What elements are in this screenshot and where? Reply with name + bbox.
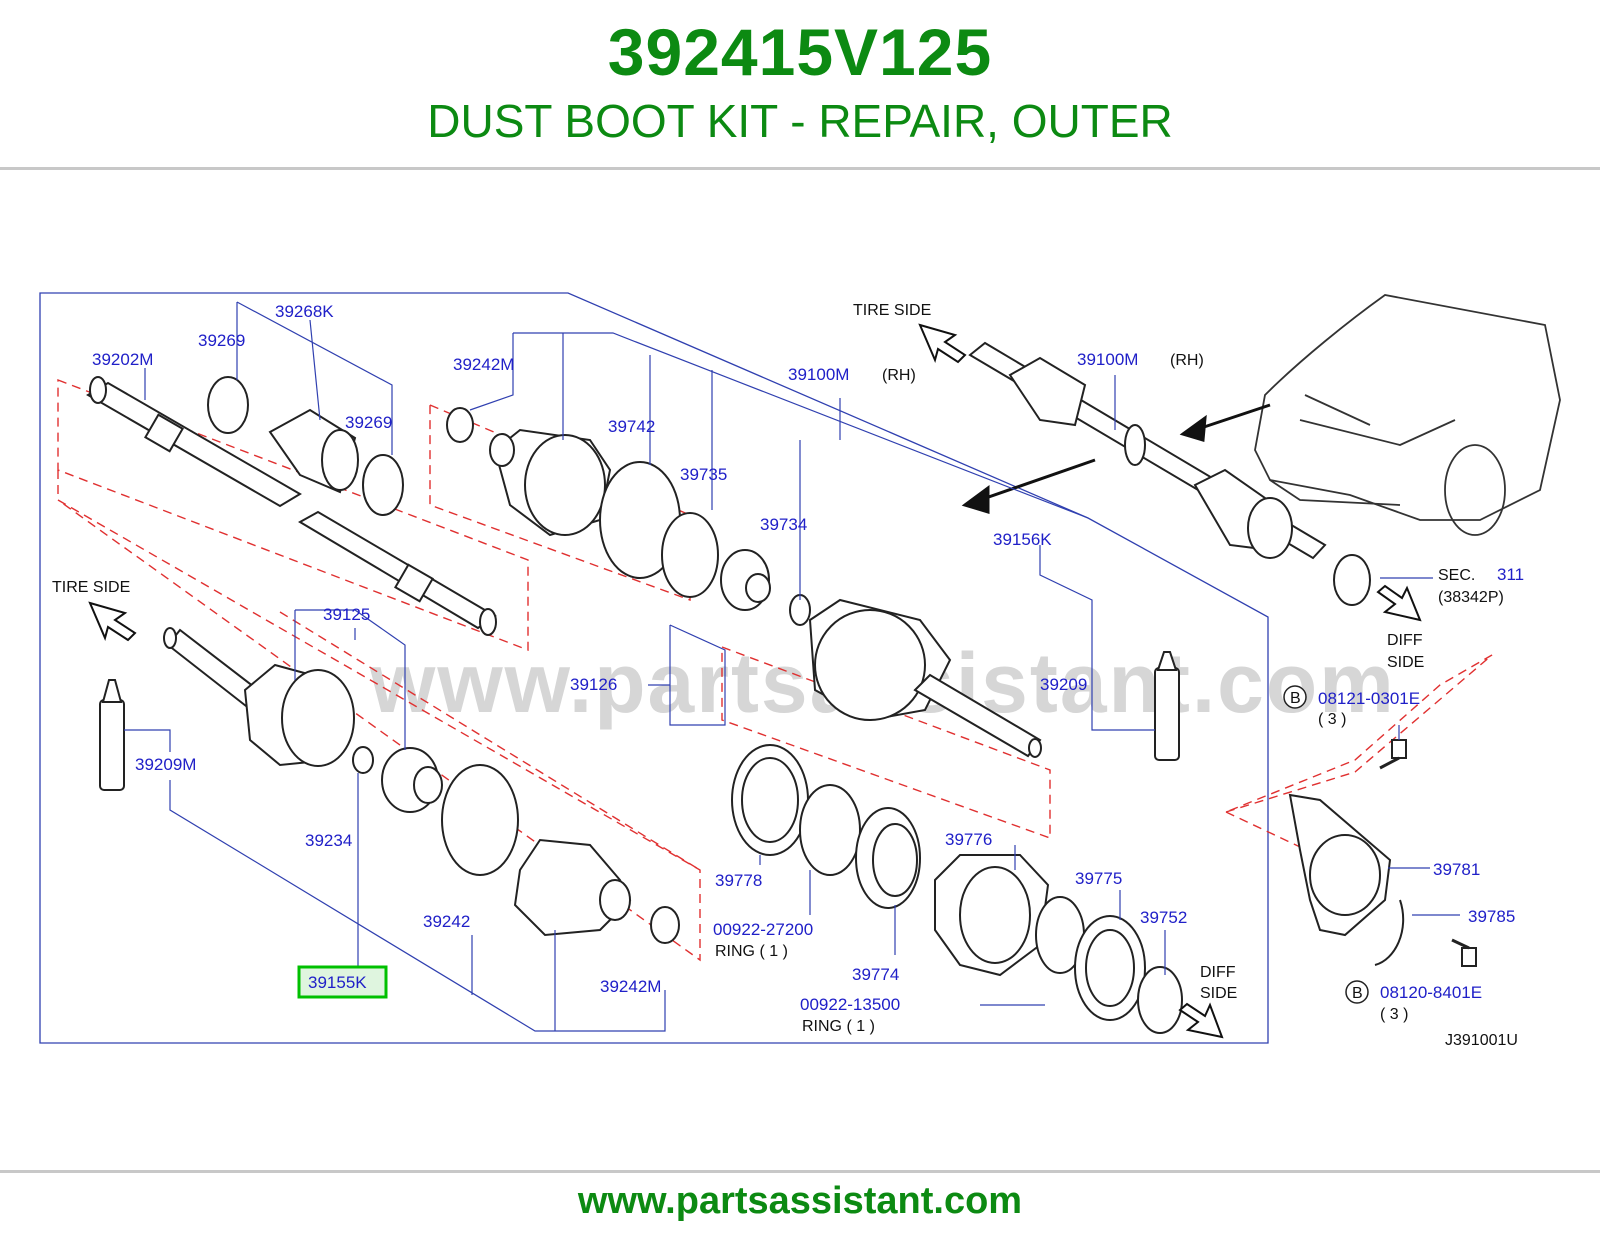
label-39734: 39734: [760, 515, 807, 534]
label-b-1: B: [1290, 690, 1301, 707]
inner-race-39734: [720, 549, 771, 611]
drive-shaft-assembly-39100M: [968, 341, 1327, 560]
label-tire-side-left: TIRE SIDE: [52, 579, 130, 596]
label-qty-1: ( 3 ): [1318, 711, 1346, 728]
drive-shaft: [86, 376, 497, 636]
boot-outer: [513, 838, 632, 937]
direction-arrows: [961, 403, 1271, 515]
label-39268K: 39268K: [275, 302, 334, 321]
ring-39234: [352, 746, 374, 774]
label-39775: 39775: [1075, 869, 1122, 888]
outer-joint-shaft: [163, 627, 260, 708]
label-39752: 39752: [1140, 908, 1187, 927]
label-qty-2: ( 3 ): [1380, 1006, 1408, 1023]
part-description: DUST BOOT KIT - REPAIR, OUTER: [427, 95, 1173, 147]
grease-tube-39209: [1154, 651, 1180, 761]
label-ring-1: RING ( 1 ): [715, 943, 788, 960]
label-sec: SEC.: [1438, 567, 1475, 584]
diff-side-arrow-bottom: [1178, 1002, 1224, 1039]
ring-00922-27200: [799, 784, 861, 876]
b-circle-2: [1345, 980, 1369, 1004]
label-39202M: 39202M: [92, 350, 153, 369]
diff-side-arrow-right: [1376, 584, 1422, 622]
ring-39735: [661, 512, 719, 598]
label-sec-311: 311: [1497, 565, 1524, 584]
grease-tube-39209M: [99, 679, 125, 791]
dashed-zone-bracket: [1225, 654, 1493, 813]
seal-sec311: [1333, 554, 1371, 606]
bracket-39781: [1288, 793, 1392, 937]
snap-ring-39785: [1374, 899, 1405, 966]
footer-url[interactable]: www.partsassistant.com: [577, 1180, 1023, 1222]
label-diff-right-2: SIDE: [1387, 654, 1424, 671]
tire-side-arrow-top: [918, 323, 967, 364]
highlighted-part-39155K[interactable]: 39155K: [297, 965, 388, 999]
tire-side-arrow-left: [88, 601, 137, 642]
clamp-39242M-bottom: [650, 906, 680, 944]
label-b-2: B: [1352, 985, 1363, 1002]
label-39126: 39126: [570, 675, 617, 694]
dashed-zone-outer-joint: [57, 499, 701, 962]
vehicle-outline: [1254, 294, 1561, 536]
label-39781: 39781: [1433, 860, 1480, 879]
label-39742: 39742: [608, 417, 655, 436]
label-08121-0301E: 08121-0301E: [1318, 689, 1420, 708]
label-39735: 39735: [680, 465, 727, 484]
label-39774: 39774: [852, 965, 899, 984]
label-39776: 39776: [945, 830, 992, 849]
label-39269a: 39269: [198, 331, 245, 350]
label-rh-1: (RH): [882, 367, 916, 384]
bolt-08120-8401E: [1451, 938, 1477, 967]
band-39242: [441, 764, 519, 876]
boot-top: [489, 428, 612, 537]
label-sec-38342P: (38342P): [1438, 589, 1504, 606]
label-ring-2: RING ( 1 ): [802, 1018, 875, 1035]
clamp-39242M-top: [446, 407, 474, 443]
part-number-title: 392415V125: [607, 15, 993, 89]
boot-39268K: [268, 408, 359, 494]
label-39234: 39234: [305, 831, 352, 850]
bolt-08121-0301E: [1379, 739, 1407, 770]
seal-39752: [1137, 966, 1183, 1034]
label-00922-27200: 00922-27200: [713, 920, 813, 939]
b-circle-1: [1283, 685, 1307, 709]
retainer-39776: [934, 854, 1050, 977]
label-39209M: 39209M: [135, 755, 196, 774]
outer-joint-housing-39125: [243, 663, 355, 767]
parts-frame: [39, 292, 1269, 1044]
dashed-zone-inner: [721, 645, 1051, 839]
inner-race-outer: [381, 747, 443, 813]
leader-lines: [124, 301, 1460, 1032]
footer-divider: [0, 1170, 1600, 1173]
inner-joint-housing: [808, 598, 1042, 758]
label-39100M-right: 39100M: [1077, 350, 1138, 369]
label-39269b: 39269: [345, 413, 392, 432]
bearing-39774: [855, 807, 921, 909]
label-39209: 39209: [1040, 675, 1087, 694]
label-diff-bottom-1: DIFF: [1200, 964, 1236, 981]
label-08120-8401E: 08120-8401E: [1380, 983, 1482, 1002]
label-39242: 39242: [423, 912, 470, 931]
label-39242M-top: 39242M: [453, 355, 514, 374]
label-39156K: 39156K: [993, 530, 1052, 549]
label-39100M: 39100M: [788, 365, 849, 384]
label-diff-right-1: DIFF: [1387, 632, 1423, 649]
label-diff-bottom-2: SIDE: [1200, 985, 1237, 1002]
header-divider: [0, 167, 1600, 170]
clamp-band-39269a: [207, 376, 249, 434]
label-39125: 39125: [323, 605, 370, 624]
diagram-code: J391001U: [1445, 1032, 1518, 1049]
label-39242M-bottom: 39242M: [600, 977, 661, 996]
label-00922-13500: 00922-13500: [800, 995, 900, 1014]
clamp-band-39269b: [362, 454, 404, 516]
label-tire-side-top: TIRE SIDE: [853, 302, 931, 319]
label-rh-2: (RH): [1170, 352, 1204, 369]
label-39785: 39785: [1468, 907, 1515, 926]
label-39778: 39778: [715, 871, 762, 890]
label-39155K[interactable]: 39155K: [308, 973, 367, 992]
